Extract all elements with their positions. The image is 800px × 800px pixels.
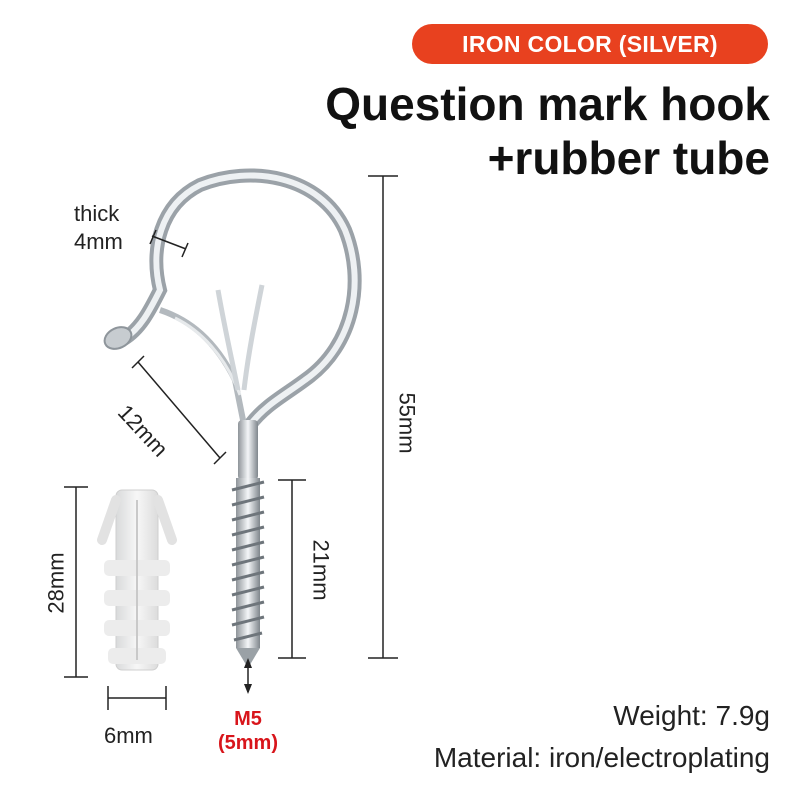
thick-value-label: 4mm xyxy=(74,229,123,254)
rubber-tube-image xyxy=(97,489,177,671)
hook-image xyxy=(103,168,362,668)
product-title-line1: Question mark hook xyxy=(325,78,770,130)
tube-diameter-label: 6mm xyxy=(104,723,153,748)
product-title-line2: +rubber tube xyxy=(487,132,770,184)
dimension-lines xyxy=(64,175,398,710)
screw-thread xyxy=(231,478,265,668)
total-length-label: 55mm xyxy=(394,392,420,454)
screw-size-label: M5 xyxy=(234,708,262,730)
screw-size-mm-label: (5mm) xyxy=(217,732,278,754)
thread-length-label: 21mm xyxy=(308,539,334,601)
tube-length-label: 28mm xyxy=(43,552,69,614)
weight-text: Weight: 7.9g xyxy=(613,700,770,731)
material-text: Material: iron/electroplating xyxy=(433,742,770,773)
iron-color-badge: IRON COLOR (SILVER) xyxy=(412,24,768,64)
thick-label: thick xyxy=(74,201,120,226)
